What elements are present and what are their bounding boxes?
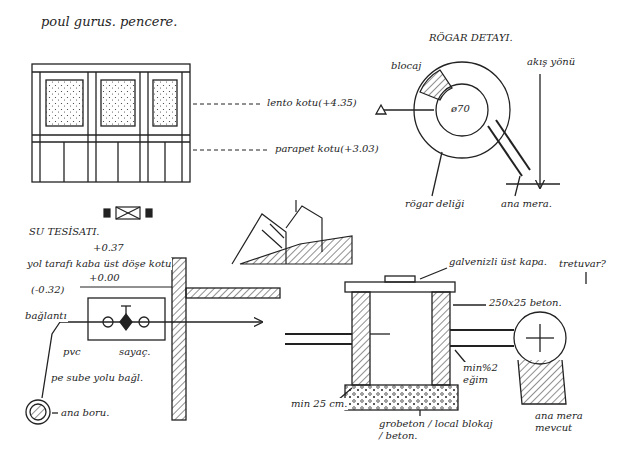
annotation-label: min%2 eğim bbox=[462, 362, 508, 385]
annotation-label: grobeton / local blokaj / beton. bbox=[378, 418, 500, 441]
annotation-label: RÖGAR DETAYI. bbox=[428, 32, 514, 44]
annotation-label: ø70 bbox=[450, 103, 471, 115]
annotation-label: bağlantı bbox=[24, 310, 68, 322]
annotation-label: (-0.32) bbox=[30, 284, 65, 296]
window-elevation bbox=[32, 64, 270, 182]
annotation-label: lento kotu(+4.35) bbox=[266, 97, 358, 109]
window-plan-symbol bbox=[104, 207, 152, 219]
annotation-label: akış yönü bbox=[526, 56, 576, 68]
annotation-label: ana mera mevcut bbox=[534, 410, 610, 433]
annotation-label: tretuvar? bbox=[558, 258, 607, 270]
manhole-section bbox=[285, 268, 586, 416]
annotation-label: parapet kotu(+3.03) bbox=[274, 143, 380, 155]
annotation-label: ana boru. bbox=[60, 407, 110, 419]
site-sketch bbox=[232, 200, 352, 264]
water-installation-section bbox=[26, 258, 280, 424]
annotation-label: yol tarafı kaba üst döşe kotu bbox=[26, 258, 172, 270]
annotation-label: +0.37 bbox=[92, 242, 125, 254]
annotation-label: galvenizli üst kapa. bbox=[448, 256, 548, 268]
annotation-label: pvc bbox=[62, 346, 82, 358]
annotation-label: pe sube yolu bağl. bbox=[50, 372, 144, 384]
annotation-label: min 25 cm. bbox=[290, 398, 348, 410]
annotation-label: blocaj bbox=[390, 60, 422, 72]
sheet-title: poul gurus. pencere. bbox=[40, 14, 178, 29]
annotation-label: 250x25 beton. bbox=[488, 297, 563, 309]
annotation-label: ana mera. bbox=[500, 198, 553, 210]
annotation-label: sayaç. bbox=[118, 346, 151, 358]
manhole-plan-detail bbox=[376, 62, 560, 196]
annotation-label: SU TESİSATI. bbox=[28, 226, 101, 238]
annotation-label: +0.00 bbox=[88, 272, 121, 284]
annotation-label: rögar deliği bbox=[404, 198, 465, 210]
